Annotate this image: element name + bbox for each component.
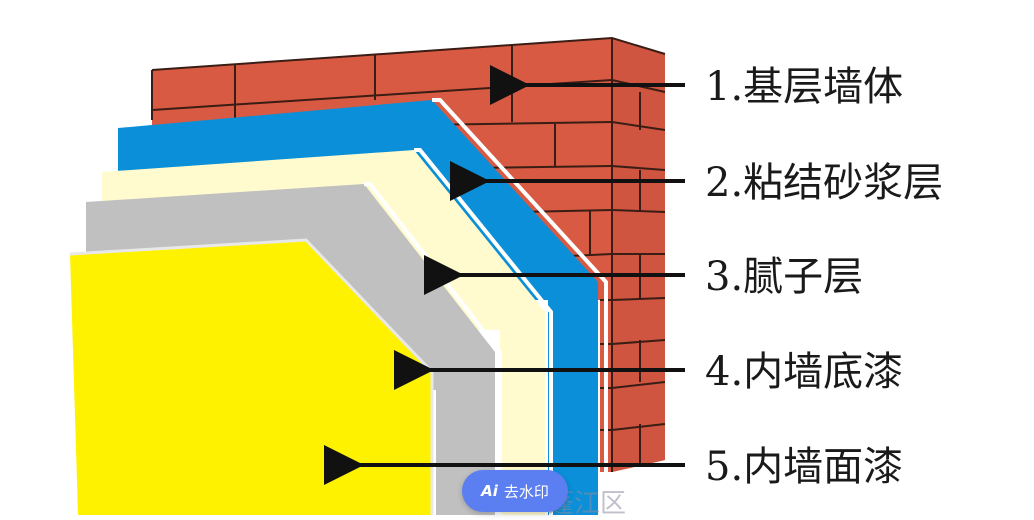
remove-watermark-label: 去水印 xyxy=(503,482,549,501)
label-topcoat: 5.内墙面漆 xyxy=(705,444,903,490)
label-wall: 1.基层墙体 xyxy=(705,64,903,110)
label-putty: 3.腻子层 xyxy=(705,254,863,300)
label-mortar: 2.粘结砂浆层 xyxy=(705,160,943,206)
remove-watermark-button[interactable]: Ai 去水印 xyxy=(462,470,568,512)
ai-icon: Ai xyxy=(481,482,498,500)
label-primer: 4.内墙底漆 xyxy=(705,349,903,395)
